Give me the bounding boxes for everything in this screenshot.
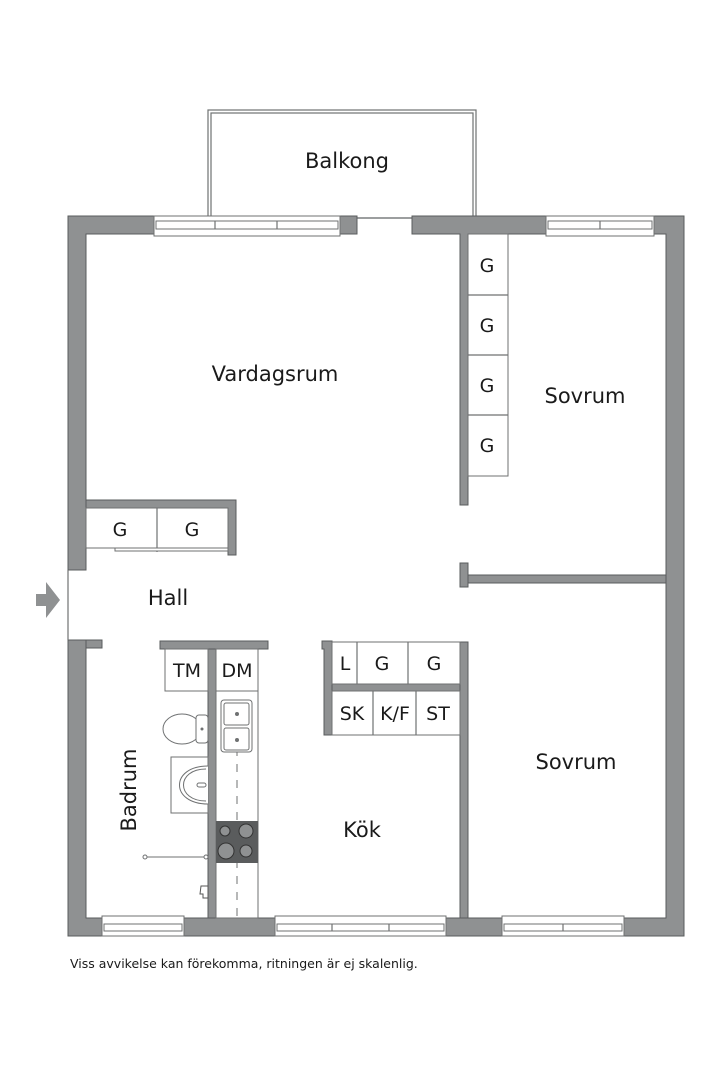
shower-icon bbox=[142, 854, 209, 899]
sink-icon bbox=[170, 756, 209, 814]
windows bbox=[101, 215, 655, 937]
room-label-balkong: Balkong bbox=[305, 149, 389, 173]
wardrobe-label: G bbox=[185, 519, 200, 541]
room-label-badrum: Badrum bbox=[117, 748, 141, 831]
bedroom-wardrobes bbox=[467, 233, 509, 477]
unit-label-tm: TM bbox=[172, 660, 201, 682]
entrance bbox=[36, 570, 69, 640]
entrance-arrow-icon bbox=[36, 582, 60, 618]
interior-walls bbox=[85, 499, 667, 919]
wardrobe-label: G bbox=[113, 519, 128, 541]
unit-label-dm: DM bbox=[221, 660, 252, 682]
bath-units bbox=[142, 648, 259, 919]
unit-label-g: G bbox=[375, 653, 390, 675]
room-label-vardagsrum: Vardagsrum bbox=[212, 362, 339, 386]
unit-label-st: ST bbox=[426, 703, 450, 725]
wardrobe-label: G bbox=[480, 435, 495, 457]
unit-label-l: L bbox=[340, 653, 351, 675]
unit-label-g: G bbox=[427, 653, 442, 675]
wardrobe-label: G bbox=[480, 375, 495, 397]
double-sink-icon bbox=[220, 699, 253, 753]
toilet-icon bbox=[162, 713, 209, 745]
stove-icon bbox=[216, 821, 258, 863]
unit-label-sk: SK bbox=[340, 703, 365, 725]
room-label-hall: Hall bbox=[148, 586, 188, 610]
kitchen-units bbox=[331, 641, 461, 736]
exterior-walls bbox=[67, 215, 685, 937]
wardrobe-label: G bbox=[480, 315, 495, 337]
room-label-kok: Kök bbox=[343, 818, 382, 842]
hall-wardrobes bbox=[85, 507, 229, 552]
room-label-sovrum-top: Sovrum bbox=[544, 384, 625, 408]
room-label-sovrum-bottom: Sovrum bbox=[535, 750, 616, 774]
unit-label-kf: K/F bbox=[380, 703, 410, 725]
wardrobe-label: G bbox=[480, 255, 495, 277]
disclaimer-text: Viss avvikelse kan förekomma, ritningen … bbox=[70, 956, 418, 971]
